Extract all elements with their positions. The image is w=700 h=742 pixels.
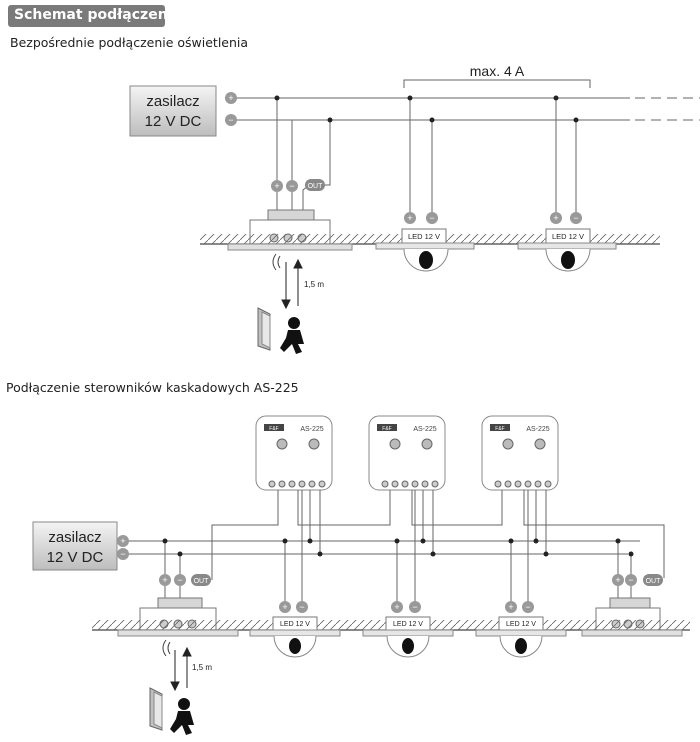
svg-text:+: +	[615, 575, 620, 585]
svg-text:−: −	[289, 181, 294, 191]
door-person-1	[257, 307, 304, 354]
led-plus-1b: +	[550, 212, 562, 224]
svg-text:AS-225: AS-225	[526, 426, 549, 433]
psu-plus-terminal-1: +	[225, 92, 237, 104]
sensor-plus-2a: +	[159, 574, 171, 586]
svg-text:AS-225: AS-225	[413, 426, 436, 433]
sensor-plus-1: +	[271, 180, 283, 192]
section2-title: Podłączenie sterowników kaskadowych AS-2…	[6, 380, 299, 395]
psu-minus-terminal-2: −	[117, 548, 129, 560]
distance-label-1: 1,5 m	[304, 280, 324, 289]
svg-text:+: +	[274, 181, 279, 191]
as225-module-2: F&F AS-225	[368, 415, 446, 491]
led-fixture-2a: + − LED 12 V	[249, 601, 341, 658]
bus-lines-1	[237, 97, 700, 212]
svg-text:−: −	[299, 602, 304, 612]
as225-module-1: F&F AS-225	[255, 415, 333, 491]
psu-label-2a: zasilacz	[48, 529, 101, 546]
junctions-1	[274, 95, 579, 123]
svg-text:+: +	[282, 602, 287, 612]
psu-box-1	[129, 85, 217, 137]
sensor-minus-1: −	[286, 180, 298, 192]
psu-minus-terminal-1: −	[225, 114, 237, 126]
svg-text:+: +	[162, 575, 167, 585]
svg-text:−: −	[525, 602, 530, 612]
svg-text:−: −	[573, 213, 578, 223]
section1-title: Bezpośrednie podłączenie oświetlenia	[10, 35, 249, 50]
svg-text:−: −	[177, 575, 182, 585]
led-fixture-2c: + − LED 12 V	[475, 601, 567, 658]
svg-text:+: +	[120, 536, 125, 546]
svg-text:LED 12 V: LED 12 V	[506, 621, 536, 628]
sensor-out-2a: OUT	[191, 574, 211, 586]
svg-text:LED 12 V: LED 12 V	[280, 621, 310, 628]
junctions-2	[162, 538, 634, 557]
svg-text:OUT: OUT	[308, 183, 324, 190]
bus-lines-2	[129, 490, 665, 604]
sensor-plus-2b: +	[612, 574, 624, 586]
distance-arrows-1	[281, 258, 303, 310]
header-bar	[8, 5, 165, 27]
svg-text:+: +	[508, 602, 513, 612]
led-minus-1a: −	[426, 212, 438, 224]
svg-text:+: +	[407, 213, 412, 223]
led-fixture-2b: + − LED 12 V	[362, 601, 454, 658]
max-label: max. 4 A	[470, 63, 525, 79]
door-person-2	[149, 687, 194, 735]
distance-label-2: 1,5 m	[192, 663, 212, 672]
psu-box-2	[32, 521, 118, 571]
svg-text:OUT: OUT	[194, 578, 210, 585]
svg-text:−: −	[628, 575, 633, 585]
svg-text:+: +	[553, 213, 558, 223]
brand-logo-1	[264, 424, 284, 431]
distance-arrows-2	[170, 646, 192, 692]
svg-text:−: −	[120, 549, 125, 559]
as225-module-3: F&F AS-225	[481, 415, 559, 491]
psu-label-1a: zasilacz	[146, 93, 199, 110]
sensor-out-2b: OUT	[643, 574, 663, 586]
led-minus-1b: −	[570, 212, 582, 224]
svg-text:−: −	[412, 602, 417, 612]
sensor-out-1: OUT	[305, 179, 325, 191]
svg-text:LED 12 V: LED 12 V	[393, 621, 423, 628]
sensor-minus-2b: −	[625, 574, 637, 586]
psu-label-1b: 12 V DC	[145, 113, 202, 130]
psu-plus-terminal-2: +	[117, 535, 129, 547]
svg-text:F&F: F&F	[495, 426, 504, 432]
svg-text:+: +	[228, 93, 233, 103]
max-bracket	[403, 79, 591, 88]
detection-waves-2	[162, 639, 171, 657]
svg-text:AS-225: AS-225	[300, 426, 323, 433]
svg-text:−: −	[429, 213, 434, 223]
led-fixture-1b: + − LED 12 V	[517, 212, 617, 272]
psu-label-2b: 12 V DC	[47, 549, 104, 566]
led-fixture-1a: + − LED 12 V	[375, 212, 475, 272]
svg-text:LED 12 V: LED 12 V	[408, 232, 440, 241]
sensor-minus-2a: −	[174, 574, 186, 586]
detection-waves-1	[272, 253, 281, 271]
svg-text:F&F: F&F	[269, 426, 278, 432]
svg-text:OUT: OUT	[646, 578, 662, 585]
svg-text:LED 12 V: LED 12 V	[552, 232, 584, 241]
header-title: Schemat podłączenia	[14, 7, 182, 23]
svg-text:+: +	[394, 602, 399, 612]
svg-text:F&F: F&F	[382, 426, 391, 432]
svg-text:−: −	[228, 115, 233, 125]
led-plus-1a: +	[404, 212, 416, 224]
